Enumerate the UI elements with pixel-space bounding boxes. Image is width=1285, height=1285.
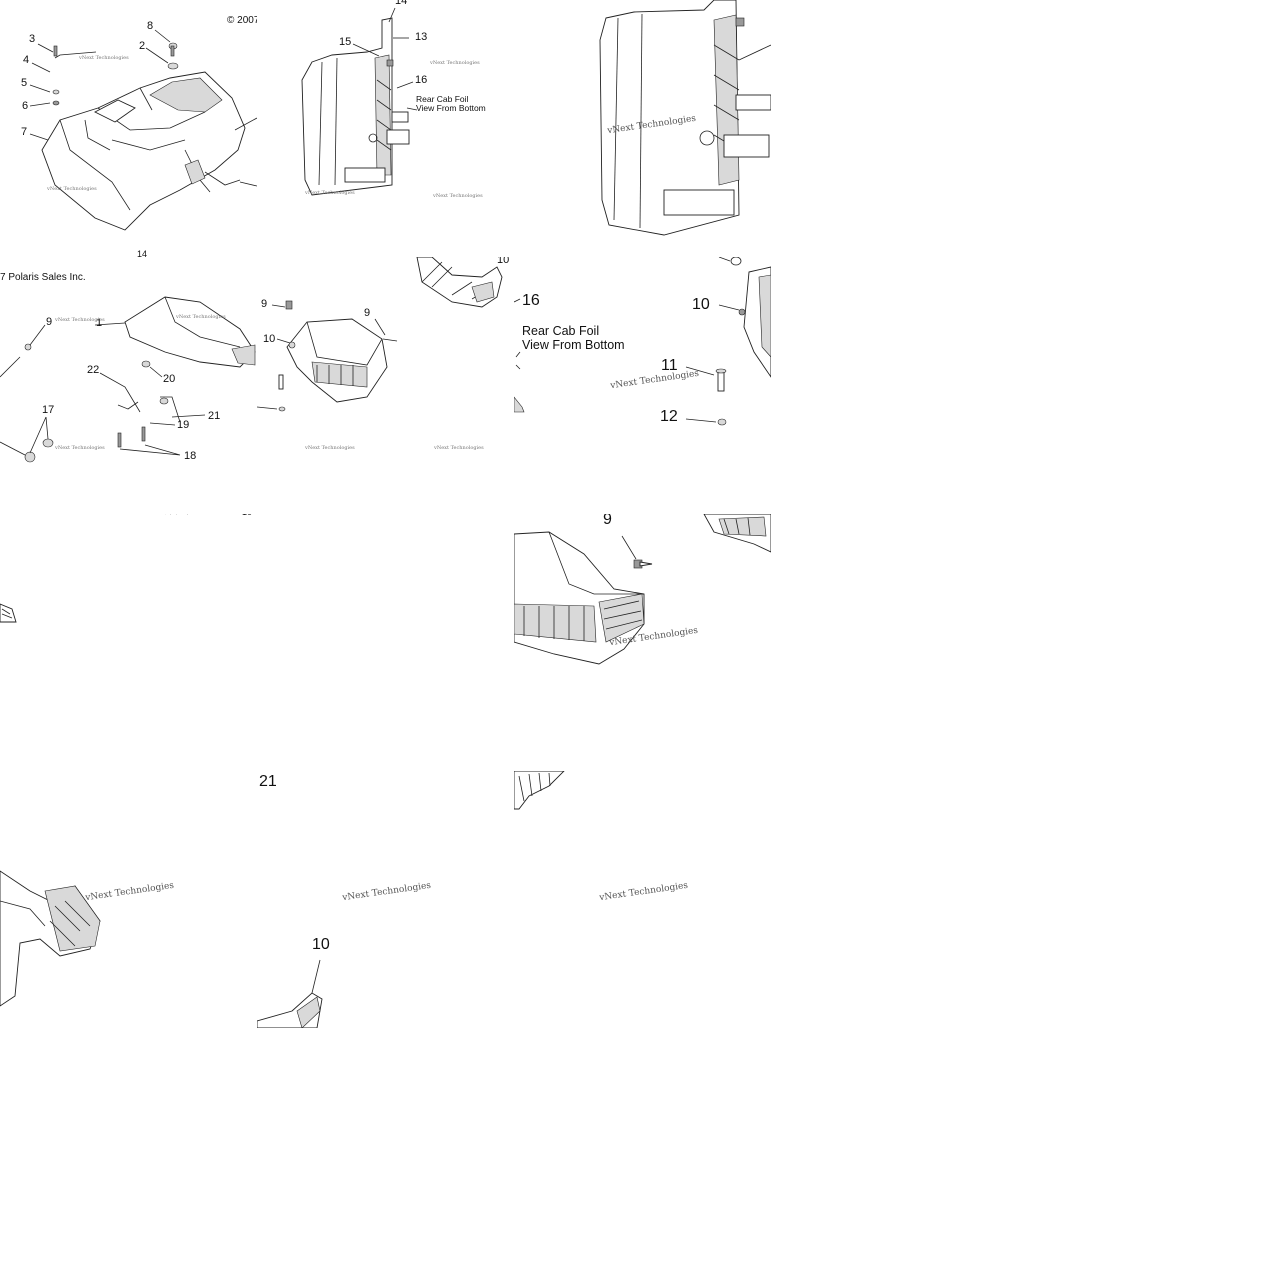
callout-label: 19 bbox=[177, 419, 190, 431]
watermark: vNext Technologies bbox=[176, 314, 226, 320]
callout-label: 1 bbox=[96, 317, 103, 329]
callout-label: 12 bbox=[660, 408, 678, 425]
tile-rear-cab: © 2007 8 3 2 4 5 6 7 14 vNext Technologi… bbox=[0, 0, 257, 257]
tile-cab-side: 14 15 13 16 Rear Cab Foil View From Bott… bbox=[257, 0, 514, 257]
note-rear-cab-foil: Rear Cab Foil bbox=[522, 324, 600, 338]
callout-label: 16 bbox=[522, 292, 540, 309]
callout-label: 17 bbox=[42, 404, 55, 416]
callout-label: 7 bbox=[21, 126, 28, 138]
row4-left-drawing bbox=[0, 870, 101, 1007]
watermark: vNext Technologies bbox=[305, 445, 355, 451]
tile-footwell: 9 9 10 vNext Technologies vNext Technolo… bbox=[257, 257, 514, 514]
callout-label: 10 bbox=[692, 296, 710, 313]
callout-label: 9 bbox=[261, 298, 268, 310]
cab-side-drawing bbox=[301, 7, 418, 196]
callout-label: 9 bbox=[46, 316, 53, 328]
tile-foil-zoom: 16 Rear Cab Foil View From Bottom 10 11 … bbox=[514, 257, 771, 514]
callout-label: 6 bbox=[22, 100, 29, 112]
callout-label: 10 bbox=[263, 333, 276, 345]
watermark: vNext Technologies bbox=[55, 317, 105, 323]
callout-label: 10 bbox=[242, 514, 252, 517]
foil-zoom-drawing bbox=[514, 257, 771, 426]
callout-label: 11 bbox=[661, 357, 678, 374]
callout-label: 2 bbox=[139, 40, 146, 52]
tile-seat: 7 Polaris Sales Inc. 9 1 22 20 17 21 19 … bbox=[0, 257, 257, 514]
copyright-top: © 2007 bbox=[227, 15, 257, 26]
callout-label: 21 bbox=[259, 773, 277, 790]
rear-cab-drawing bbox=[29, 29, 257, 231]
watermark: vNext Technologies bbox=[47, 186, 97, 192]
callout-label: 14 bbox=[137, 249, 148, 258]
callout-label: 3 bbox=[29, 33, 36, 45]
tile-footwell-zoom: 9 vNext Technologies bbox=[514, 514, 771, 771]
callout-label: 9 bbox=[364, 307, 371, 319]
tile-row4-middle: 21 10 vNext Technologies bbox=[257, 771, 514, 1028]
note-view-from-bottom: View From Bottom bbox=[522, 338, 625, 352]
callout-label: 15 bbox=[339, 36, 352, 48]
callout-label: 16 bbox=[415, 74, 428, 86]
seat-drawing bbox=[0, 296, 256, 463]
watermark: vNext Technologies bbox=[79, 55, 129, 61]
row4-middle-drawing bbox=[257, 959, 323, 1028]
callout-label: 13 bbox=[415, 31, 428, 43]
copyright-left: 7 Polaris Sales Inc. bbox=[0, 272, 86, 283]
watermark: vNext Technologies bbox=[434, 445, 484, 451]
callout-label: 10 bbox=[497, 257, 510, 266]
cab-closeup-drawing bbox=[599, 0, 771, 236]
callout-label: 20 bbox=[163, 373, 176, 385]
callout-label: 4 bbox=[23, 54, 30, 66]
callout-label: 9 bbox=[603, 514, 612, 528]
callout-label: 22 bbox=[87, 364, 100, 376]
watermark: vNext Technologies bbox=[433, 193, 483, 199]
callout-label: 14 bbox=[395, 0, 408, 7]
watermark: vNext Technologies bbox=[305, 190, 355, 196]
callout-label: 18 bbox=[184, 450, 197, 462]
tile-row4-right: vNext Technologies bbox=[514, 771, 771, 1028]
row4-right-drawing bbox=[514, 771, 565, 810]
footwell-drawing bbox=[257, 300, 398, 412]
callout-label: 5 bbox=[21, 77, 28, 89]
footwell-top-drawing bbox=[416, 257, 503, 308]
callout-label: 10 bbox=[312, 936, 330, 953]
callout-label: 21 bbox=[208, 410, 221, 422]
tile-row3-left: 10 bbox=[0, 514, 257, 771]
tile-row4-left: vNext Technologies bbox=[0, 771, 257, 1028]
footwell-zoom-drawing bbox=[514, 514, 771, 665]
note-rear-cab-foil: Rear Cab Foil bbox=[416, 94, 469, 104]
row3-left-drawing bbox=[0, 514, 188, 623]
watermark: vNext Technologies bbox=[430, 60, 480, 66]
note-view-from-bottom: View From Bottom bbox=[416, 103, 486, 113]
watermark: vNext Technologies bbox=[55, 445, 105, 451]
callout-label: 8 bbox=[147, 20, 154, 32]
tile-cab-closeup: 11 12 vNext Technologies bbox=[514, 0, 771, 257]
